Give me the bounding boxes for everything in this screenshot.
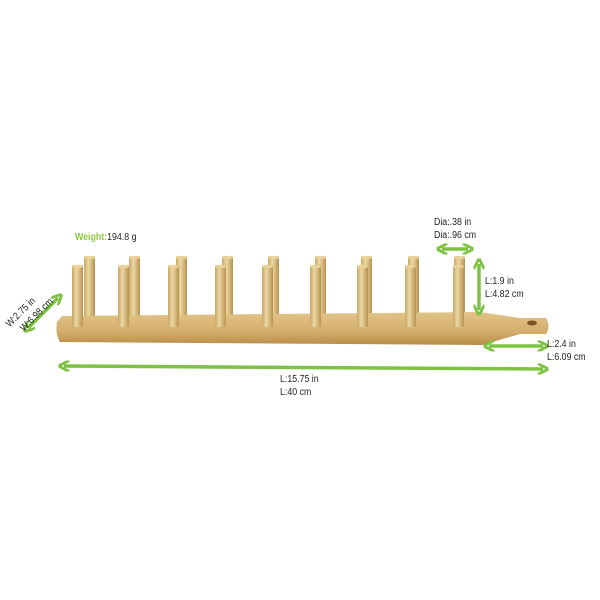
length-arrow	[64, 366, 543, 369]
peg-top	[315, 255, 326, 260]
weight-key: Weight:	[75, 232, 108, 243]
board	[56, 312, 549, 345]
length-label: L:15.75 in L:40 cm	[280, 373, 319, 399]
peg	[168, 265, 179, 327]
handle-cm: L:6.09 cm	[547, 352, 586, 363]
peg-top	[310, 264, 321, 269]
peg	[84, 256, 95, 318]
peg	[215, 265, 226, 327]
peg	[118, 265, 129, 327]
peg	[262, 265, 273, 327]
peg-top	[84, 255, 95, 260]
peg-height-cm: L:4.82 cm	[485, 289, 524, 300]
peg-top	[118, 264, 129, 269]
peg	[357, 265, 368, 327]
peg-top	[357, 264, 368, 269]
diameter-in: Dia:.38 in	[434, 217, 472, 228]
peg-top	[408, 255, 419, 260]
peg-top	[453, 264, 464, 269]
peg-top	[454, 255, 465, 260]
handle-label: L:2.4 in L:6.09 cm	[547, 338, 586, 364]
peg-top	[176, 255, 187, 260]
width-arrow	[28, 298, 58, 328]
peg-top	[129, 255, 140, 260]
peg-height-in: L:1.9 in	[485, 276, 514, 287]
peg-top	[168, 264, 179, 269]
peg	[129, 256, 140, 318]
peg	[72, 265, 83, 327]
peg-top	[222, 255, 233, 260]
peg-top	[72, 264, 83, 269]
front-pegs	[72, 264, 464, 327]
peg-top	[215, 264, 226, 269]
peg-height-label: L:1.9 in L:4.82 cm	[485, 275, 524, 301]
diameter-cm: Dia:.96 cm	[434, 230, 477, 241]
peg-top	[405, 264, 416, 269]
peg-top	[361, 255, 372, 260]
peg-top	[262, 264, 273, 269]
weight-value: 194.8 g	[107, 232, 137, 243]
peg	[405, 265, 416, 327]
peg	[453, 265, 464, 327]
length-cm: L:40 cm	[280, 387, 312, 398]
weight-label: Weight:194.8 g	[75, 231, 136, 244]
peg-top	[268, 255, 279, 260]
peg	[310, 265, 321, 327]
dimension-arrows	[28, 249, 543, 369]
length-in: L:15.75 in	[280, 374, 319, 385]
handle-in: L:2.4 in	[547, 339, 576, 350]
hanging-hole	[527, 320, 537, 326]
diameter-label: Dia:.38 in Dia:.96 cm	[434, 216, 476, 242]
